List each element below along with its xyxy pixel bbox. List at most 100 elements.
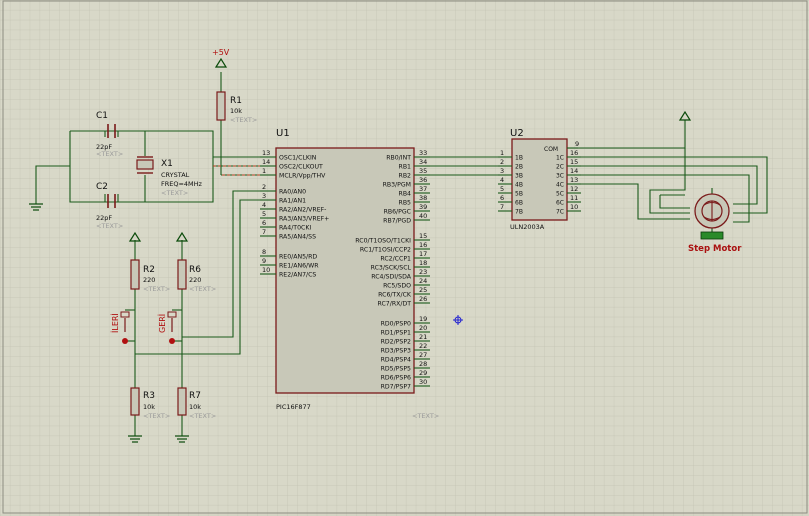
- u2-right-pin-name: 1C: [556, 155, 564, 162]
- capacitor-c1[interactable]: C1 22pF <TEXT>: [96, 111, 123, 158]
- r7-value: 10k: [189, 403, 201, 411]
- u2-left-pin-name: 3B: [515, 173, 523, 180]
- u2-right-pin-num: 16: [570, 149, 578, 157]
- u1-right-pin-name: RB2: [399, 173, 412, 180]
- resistor-r2[interactable]: R2 220 <TEXT>: [130, 259, 170, 293]
- u2-right-pin-name: 5C: [556, 191, 564, 198]
- u1-left-pin-name: RA1/AN1: [279, 198, 306, 205]
- u1-right-pin-num: 36: [419, 176, 427, 184]
- u2-ref: U2: [510, 128, 524, 139]
- u1-right-pin-num: 38: [419, 194, 427, 202]
- r2-ref: R2: [143, 265, 155, 275]
- u1-right-pin-num: 20: [419, 324, 427, 332]
- step-motor[interactable]: Step Motor: [688, 193, 742, 254]
- r2-value: 220: [143, 276, 155, 284]
- resistor-r6[interactable]: R6 220 <TEXT>: [177, 259, 216, 293]
- u1-left-pin-name: RA3/AN3/VREF+: [279, 216, 329, 223]
- u1-left-pin-name: RA4/T0CKI: [279, 225, 311, 232]
- u1-right-pin-num: 30: [419, 378, 427, 386]
- x1-line1: CRYSTAL: [161, 171, 190, 179]
- u1-right-pin-name: RB4: [399, 191, 412, 198]
- u1-left-pin-num: 2: [262, 183, 266, 191]
- u1-right-pin-name: RD6/PSP6: [381, 375, 411, 382]
- u1-right-pin-name: RC4/SDI/SDA: [371, 274, 412, 281]
- crystal-x1[interactable]: X1 CRYSTAL FREQ=4MHz <TEXT>: [136, 156, 203, 197]
- u2-left-pin-name: 6B: [515, 200, 523, 207]
- ground-symbol-crystal: [29, 203, 43, 211]
- u1-left-pin-num: 10: [262, 266, 270, 274]
- pushbutton-ileri[interactable]: İLERİ: [110, 309, 135, 344]
- u2-left-pin-name: 5B: [515, 191, 523, 198]
- u1-right-pin-name: RB6/PGC: [384, 209, 411, 216]
- u1-right-pin-name: RB0/INT: [386, 155, 411, 162]
- u2-right-pin: 16 1C: [556, 149, 581, 162]
- resistor-r1[interactable]: R1 10k <TEXT>: [216, 91, 257, 124]
- u1-right-pin-num: 24: [419, 277, 427, 285]
- capacitor-c2[interactable]: C2 22pF <TEXT>: [96, 182, 123, 230]
- u1-text: <TEXT>: [412, 412, 439, 420]
- r1-ref: R1: [230, 96, 242, 106]
- u1-right-pin-num: 37: [419, 185, 427, 193]
- u1-right-pin-name: RC5/SDO: [383, 283, 411, 290]
- u2-com-pin: COM 9: [544, 140, 579, 153]
- u1-right-pin-num: 16: [419, 241, 427, 249]
- ileri-pin-dot: [122, 338, 128, 344]
- pushbutton-geri[interactable]: GERİ: [157, 309, 182, 344]
- u1-right-pin-num: 22: [419, 342, 427, 350]
- u1-left-pin-num: 13: [262, 149, 270, 157]
- u2-left-pin-name: 7B: [515, 209, 523, 216]
- u2-com-num: 9: [575, 140, 579, 148]
- r2-text: <TEXT>: [143, 285, 170, 293]
- u1-right-pin-name: RC1/T1OSI/CCP2: [360, 247, 411, 254]
- u1-left-pin-num: 14: [262, 158, 270, 166]
- ic-u1[interactable]: U1 13OSC1/CLKIN14OSC2/CLKOUT1MCLR/Vpp/TH…: [260, 128, 439, 420]
- x1-body: [136, 159, 154, 170]
- r6-body: [177, 259, 187, 290]
- u2-part: ULN2003A: [510, 223, 545, 231]
- c2-ref: C2: [96, 182, 108, 192]
- r7-text: <TEXT>: [189, 412, 216, 420]
- u1-left-pin-name: RE0/AN5/RD: [279, 254, 317, 261]
- u1-right-pin-name: RB1: [399, 164, 412, 171]
- wires: [35, 72, 768, 436]
- r3-body: [130, 387, 140, 416]
- u1-left-pin-name: RA0/AN0: [279, 189, 306, 196]
- resistor-r7[interactable]: R7 10k <TEXT>: [177, 387, 216, 420]
- u1-right-pin-num: 39: [419, 203, 427, 211]
- u1-right-pin-name: RD2/PSP2: [381, 339, 411, 346]
- u1-left-pin-num: 6: [262, 219, 266, 227]
- u1-left-pin-num: 4: [262, 201, 266, 209]
- resistor-r3[interactable]: R3 10k <TEXT>: [130, 387, 170, 420]
- motor-windings: [703, 201, 721, 221]
- x1-line2: FREQ=4MHz: [161, 180, 203, 188]
- vcc-symbol[interactable]: +5V: [212, 48, 230, 68]
- u1-left-pin-name: OSC1/CLKIN: [279, 155, 317, 162]
- u1-left-pin-num: 5: [262, 210, 266, 218]
- u2-left-pin: 22B: [498, 158, 523, 171]
- u1-right-pin-name: RB5: [399, 200, 412, 207]
- u2-left-pin: 66B: [498, 194, 523, 207]
